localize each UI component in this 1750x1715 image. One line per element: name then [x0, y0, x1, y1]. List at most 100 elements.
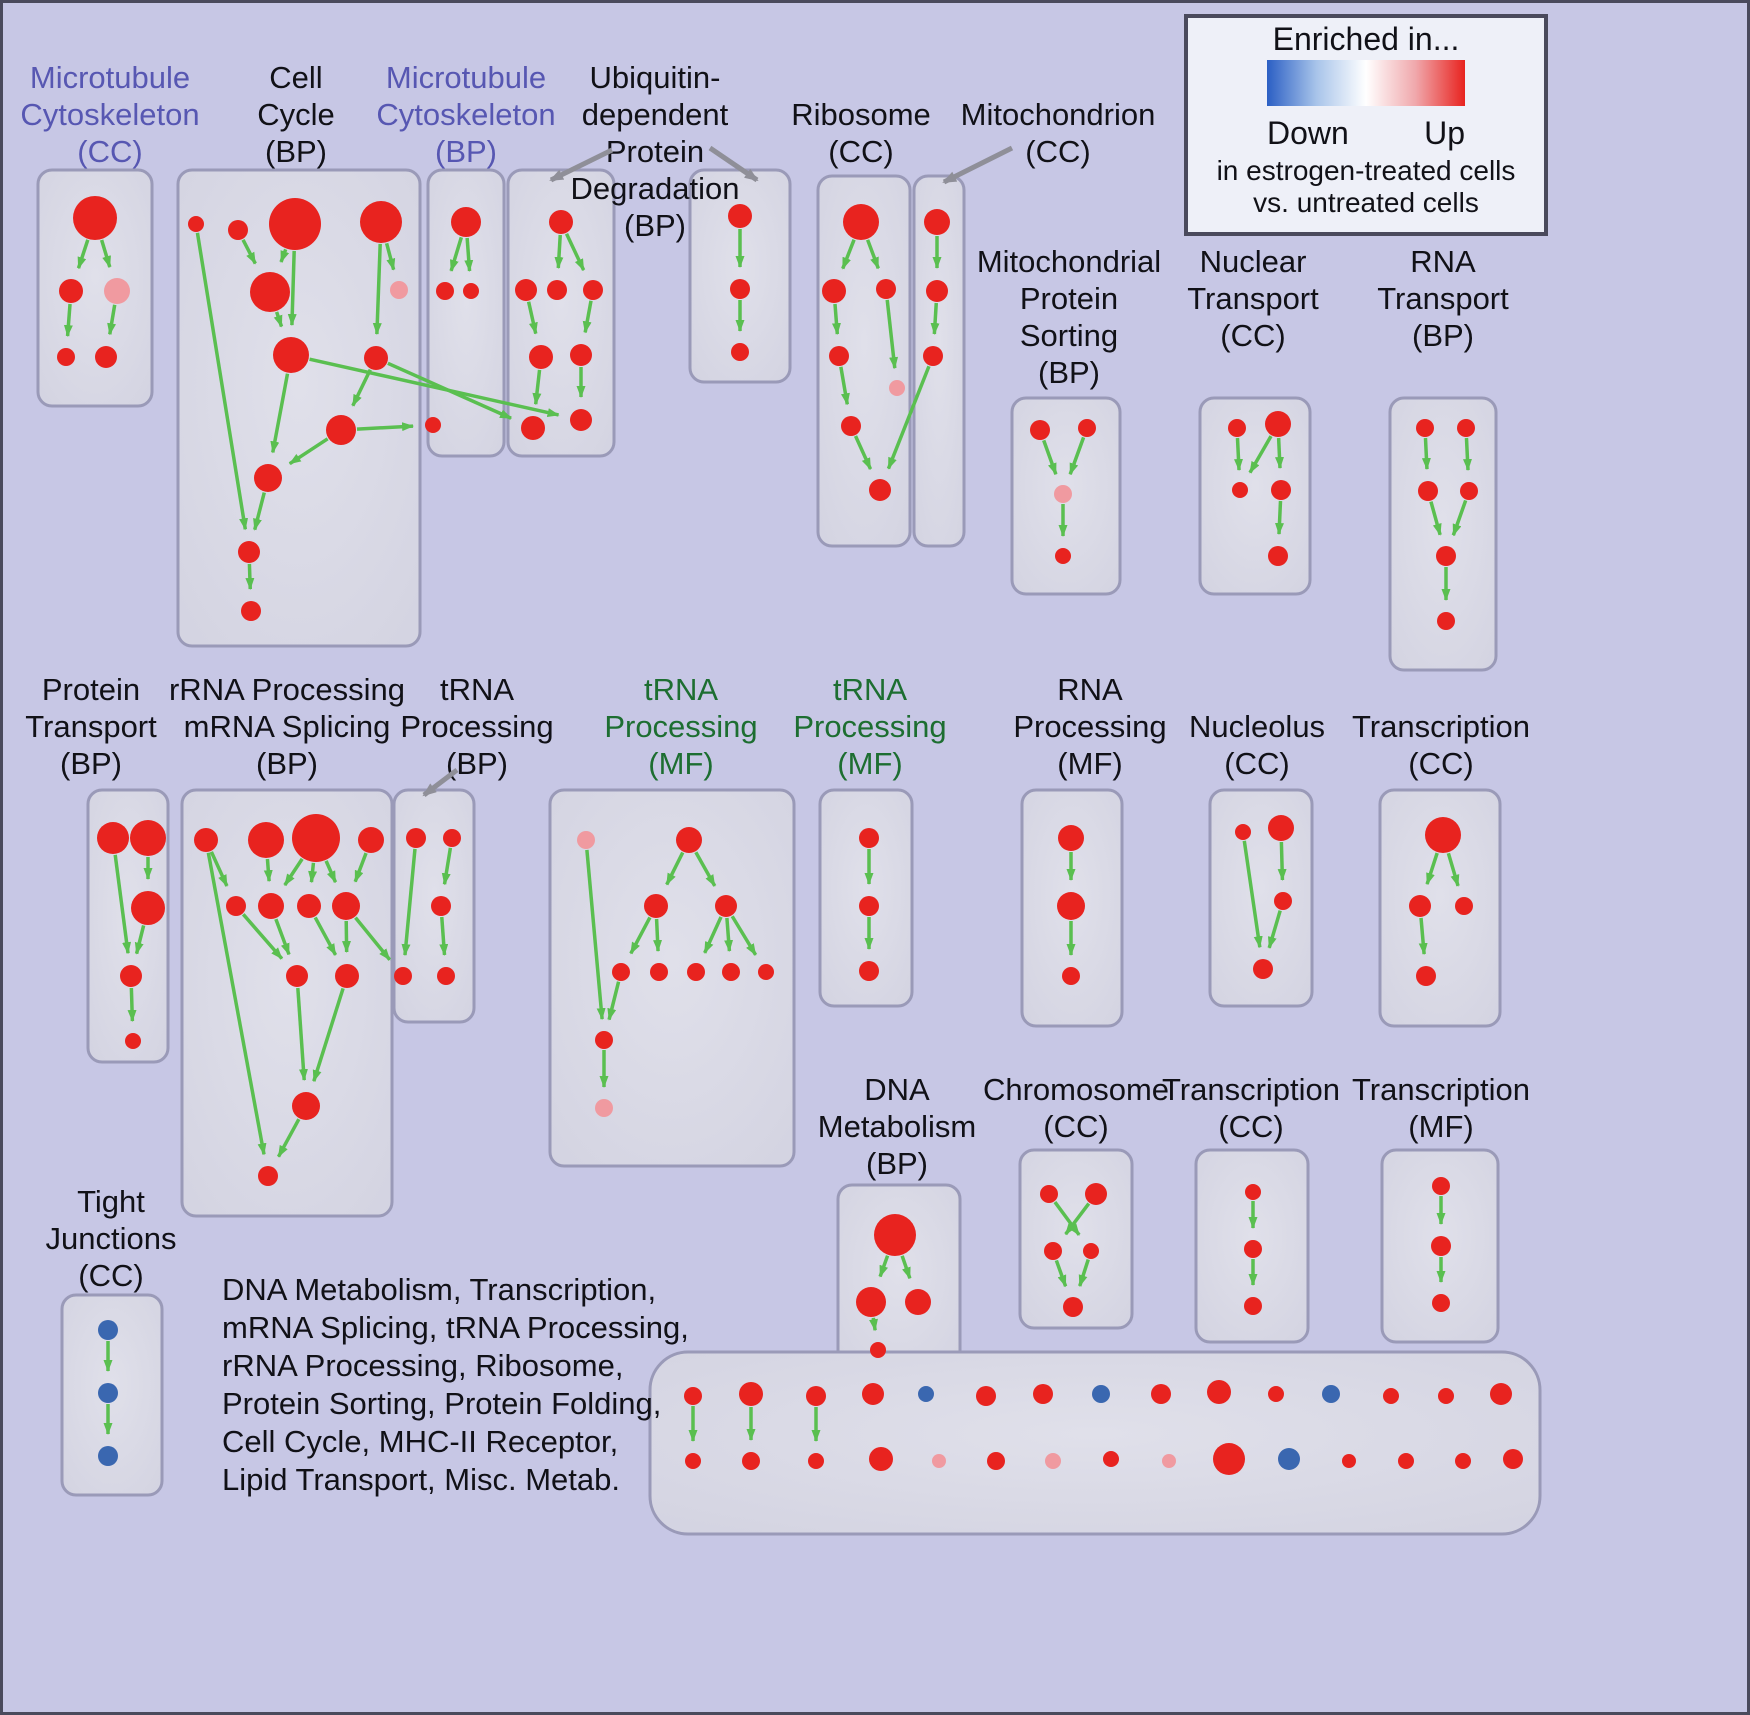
node-tmf1-b: [676, 827, 702, 853]
node-nt-a: [1228, 419, 1246, 437]
node-ub1-c: [547, 280, 567, 300]
edge: [63, 303, 73, 338]
edge: [276, 1118, 301, 1158]
legend-title: Enriched in...: [1273, 21, 1460, 57]
node-tbp-c: [431, 896, 451, 916]
edge: [703, 916, 723, 954]
node-misc-t5: [918, 1386, 934, 1402]
node-tbp-e: [437, 967, 455, 985]
node-tcc-c: [1455, 897, 1473, 915]
node-misc-t4: [862, 1383, 884, 1405]
node-dnam-a: [874, 1214, 916, 1256]
edge: [1418, 917, 1428, 956]
edge: [245, 563, 255, 591]
edge: [1078, 1259, 1090, 1288]
node-mito-b: [926, 280, 948, 302]
edge: [99, 239, 112, 269]
node-pt-e: [125, 1033, 141, 1049]
edge: [1042, 439, 1058, 476]
node-rib-a: [843, 204, 879, 240]
edge: [354, 916, 392, 961]
cluster-box-cc: [176, 168, 422, 648]
edge: [274, 918, 291, 956]
node-tmf1-i: [758, 964, 774, 980]
edge: [1068, 436, 1086, 476]
edge: [1446, 852, 1460, 887]
node-misc-t11: [1268, 1386, 1284, 1402]
edge: [1275, 500, 1284, 536]
node-misc-t3: [806, 1386, 826, 1406]
cluster-label-mito: Mitochondrion(CC): [961, 97, 1156, 169]
node-tmf3-b: [1431, 1236, 1451, 1256]
node-tj-c: [98, 1446, 118, 1466]
node-misc-b15: [1503, 1449, 1523, 1469]
node-tmf2-b: [859, 896, 879, 916]
edge: [554, 234, 564, 270]
node-misc-t12: [1322, 1385, 1340, 1403]
legend-gradient-bar: [1267, 60, 1465, 106]
edge: [724, 917, 734, 953]
node-tbp-d: [394, 967, 412, 985]
node-tmf2-c: [859, 961, 879, 981]
cluster-box-misc: [648, 1350, 1542, 1536]
node-tj-b: [98, 1383, 118, 1403]
node-tmf1-k: [595, 1099, 613, 1117]
node-tcc2-a: [1245, 1184, 1261, 1200]
node-tmf1-h: [722, 963, 740, 981]
edge: [287, 250, 297, 327]
cluster-box-nuc: [1208, 788, 1314, 1008]
edge: [1234, 437, 1243, 472]
node-rt-a: [1416, 419, 1434, 437]
node-dnam-d: [870, 1342, 886, 1358]
node-ub1-a: [549, 210, 573, 234]
edge: [296, 987, 308, 1082]
edge: [127, 987, 137, 1023]
node-mtbp-c: [463, 283, 479, 299]
node-tmf3-c: [1432, 1294, 1450, 1312]
edge: [532, 369, 542, 406]
edge: [76, 239, 90, 270]
edge: [853, 435, 873, 470]
edge: [273, 311, 284, 328]
cluster-box-rib: [816, 174, 912, 548]
node-tmf1-a: [577, 831, 595, 849]
node-mps-a: [1030, 420, 1050, 440]
node-rib-g: [869, 479, 891, 501]
cluster-box-nt: [1198, 396, 1312, 596]
edge: [585, 849, 606, 1021]
edge: [253, 492, 266, 531]
node-cc-k: [238, 541, 260, 563]
node-mtcc-c: [104, 278, 130, 304]
node-rrna-h: [332, 892, 360, 920]
node-mtcc-d: [57, 348, 75, 366]
edge: [134, 925, 146, 955]
node-pt-b: [130, 820, 166, 856]
edge: [206, 852, 267, 1156]
node-cc-b: [228, 220, 248, 240]
cluster-box-mtcc: [36, 168, 154, 408]
node-rrna-d: [358, 827, 384, 853]
edge: [372, 243, 382, 336]
edge: [313, 916, 338, 956]
edge: [866, 239, 880, 270]
node-misc-b13: [1398, 1453, 1414, 1469]
node-misc-b14: [1455, 1453, 1471, 1469]
node-cc-i: [326, 415, 356, 445]
node-cc-j: [254, 464, 282, 492]
node-mps-b: [1078, 419, 1096, 437]
node-tmf1-e: [612, 963, 630, 981]
node-cc-e: [250, 272, 290, 312]
node-misc-t13: [1383, 1388, 1399, 1404]
edge: [694, 851, 717, 887]
node-misc-b2: [742, 1452, 760, 1470]
edge: [1267, 910, 1282, 949]
node-tmf1-j: [595, 1031, 613, 1049]
node-nt-b: [1265, 411, 1291, 437]
